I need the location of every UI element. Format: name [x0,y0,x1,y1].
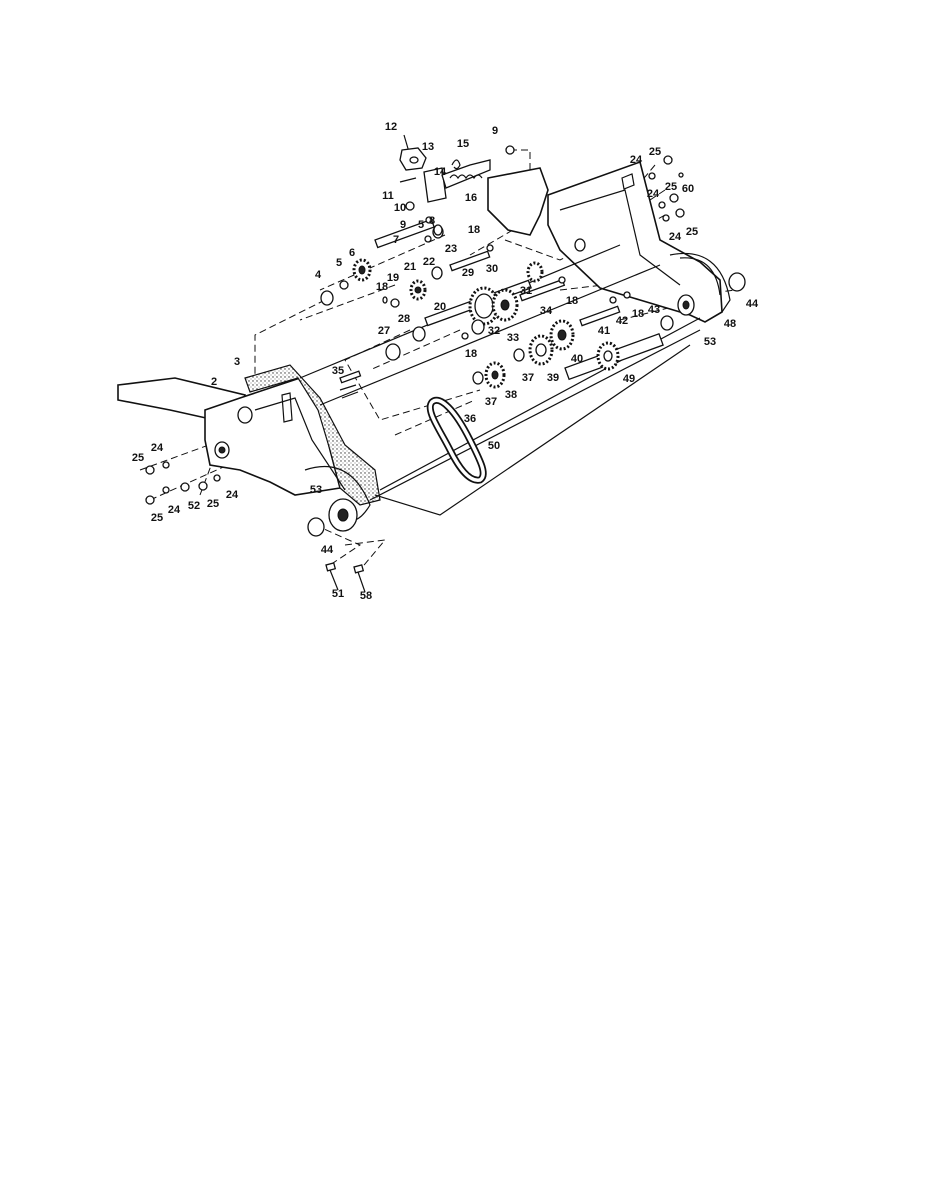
label-27: 27 [378,325,390,337]
sprocket-49 [596,341,620,371]
label-5a: 5 [418,219,424,231]
label-44b: 44 [746,298,759,310]
label-14: 14 [434,166,447,178]
label-32: 32 [488,325,500,337]
label-18d: 18 [465,348,477,360]
label-42: 42 [616,315,628,327]
gear-21 [409,279,427,301]
label-3: 3 [234,356,240,368]
label-41: 41 [598,325,610,337]
label-58: 58 [360,590,372,602]
label-18c: 18 [566,295,578,307]
label-15: 15 [457,138,469,150]
label-16: 16 [465,192,477,204]
sprocket-40 [549,319,575,351]
label-34: 34 [540,305,553,317]
label-30: 30 [486,263,498,275]
label-8: 8 [429,215,435,227]
label-35: 35 [332,365,344,377]
label-20: 20 [434,301,446,313]
label-33: 33 [507,332,519,344]
left-side-plate [117,364,381,532]
label-21: 21 [404,261,416,273]
label-24c: 24 [168,504,181,516]
label-36: 36 [464,413,476,425]
label-10: 10 [394,202,406,214]
bushings-and-washers [145,145,746,537]
label-53a: 53 [310,484,322,496]
label-37a: 37 [522,372,534,384]
label-18a: 18 [468,224,480,236]
label-60: 60 [682,183,694,195]
label-29: 29 [462,267,474,279]
label-25f: 25 [686,226,698,238]
sprockets [352,258,620,389]
label-23: 23 [445,243,457,255]
label-37b: 37 [485,396,497,408]
label-28: 28 [398,313,410,325]
label-12a: 12 [385,121,397,133]
gear-31 [526,261,544,283]
label-49: 49 [623,373,635,385]
label-25a: 25 [132,452,144,464]
label-31: 31 [520,285,532,297]
bolts [325,562,366,593]
gear-6 [352,258,372,282]
label-25d: 25 [649,146,661,158]
label-38: 38 [505,389,517,401]
label-51: 51 [332,588,344,600]
label-13: 13 [422,141,434,153]
label-24d: 24 [630,154,643,166]
label-19: 19 [387,272,399,284]
label-24b: 24 [226,489,239,501]
label-25c: 25 [151,512,163,524]
label-9a: 9 [492,125,498,137]
drive-belt [426,396,487,484]
label-25e: 25 [665,181,677,193]
label-6: 6 [349,247,355,259]
label-52: 52 [188,500,200,512]
label-43: 43 [648,304,660,316]
label-24a: 24 [151,442,164,454]
label-50: 50 [488,440,500,452]
label-7: 7 [393,234,399,246]
label-4: 4 [315,269,322,281]
label-18e: 18 [632,308,644,320]
label-48: 48 [724,318,736,330]
label-44a: 44 [321,544,334,556]
label-22: 22 [423,256,435,268]
label-39: 39 [547,372,559,384]
label-2: 2 [211,376,217,388]
label-40: 40 [571,353,583,365]
sprocket-39 [528,334,554,366]
shift-assembly [339,134,491,399]
label-25b: 25 [207,498,219,510]
label-11: 11 [382,190,394,202]
label-5b: 5 [336,257,342,269]
label-24f: 24 [669,231,682,243]
label-9b: 9 [400,219,406,231]
sprocket-33 [491,288,519,322]
part-labels: 12 13 9 15 14 11 10 16 9 8 5 7 18 23 6 4… [132,121,759,602]
right-side-plate [487,160,731,323]
label-24e: 24 [647,188,660,200]
label-53b: 53 [704,336,716,348]
label-18b: 18 [376,281,388,293]
sprocket-38 [484,361,506,389]
